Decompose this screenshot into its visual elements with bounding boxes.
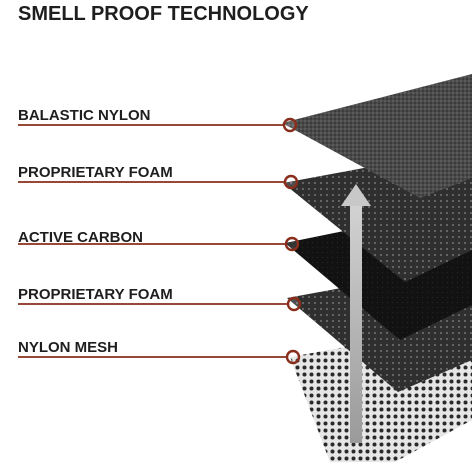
- layer-label-proprietary-foam-1: PROPRIETARY FOAM: [18, 164, 173, 181]
- ring-marker-icon: [282, 117, 298, 133]
- layer-label-nylon-mesh-4: NYLON MESH: [18, 339, 118, 356]
- ring-marker-icon: [283, 174, 299, 190]
- layer-label-active-carbon-2: ACTIVE CARBON: [18, 229, 143, 246]
- ring-marker-icon: [284, 236, 300, 252]
- up-arrow-icon: [341, 184, 371, 443]
- layer-label-proprietary-foam-3: PROPRIETARY FOAM: [18, 286, 173, 303]
- page-title: SMELL PROOF TECHNOLOGY: [18, 3, 309, 25]
- layer-label-balastic-nylon-0: BALASTIC NYLON: [18, 107, 151, 124]
- layer-balastic-nylon-sheet: [282, 74, 472, 198]
- layer-callouts: BALASTIC NYLON PROPRIETARY FOAM ACTIVE CAR…: [18, 107, 302, 365]
- ring-marker-icon: [285, 349, 301, 365]
- ring-marker-icon: [286, 296, 302, 312]
- layer-stack: [282, 74, 472, 462]
